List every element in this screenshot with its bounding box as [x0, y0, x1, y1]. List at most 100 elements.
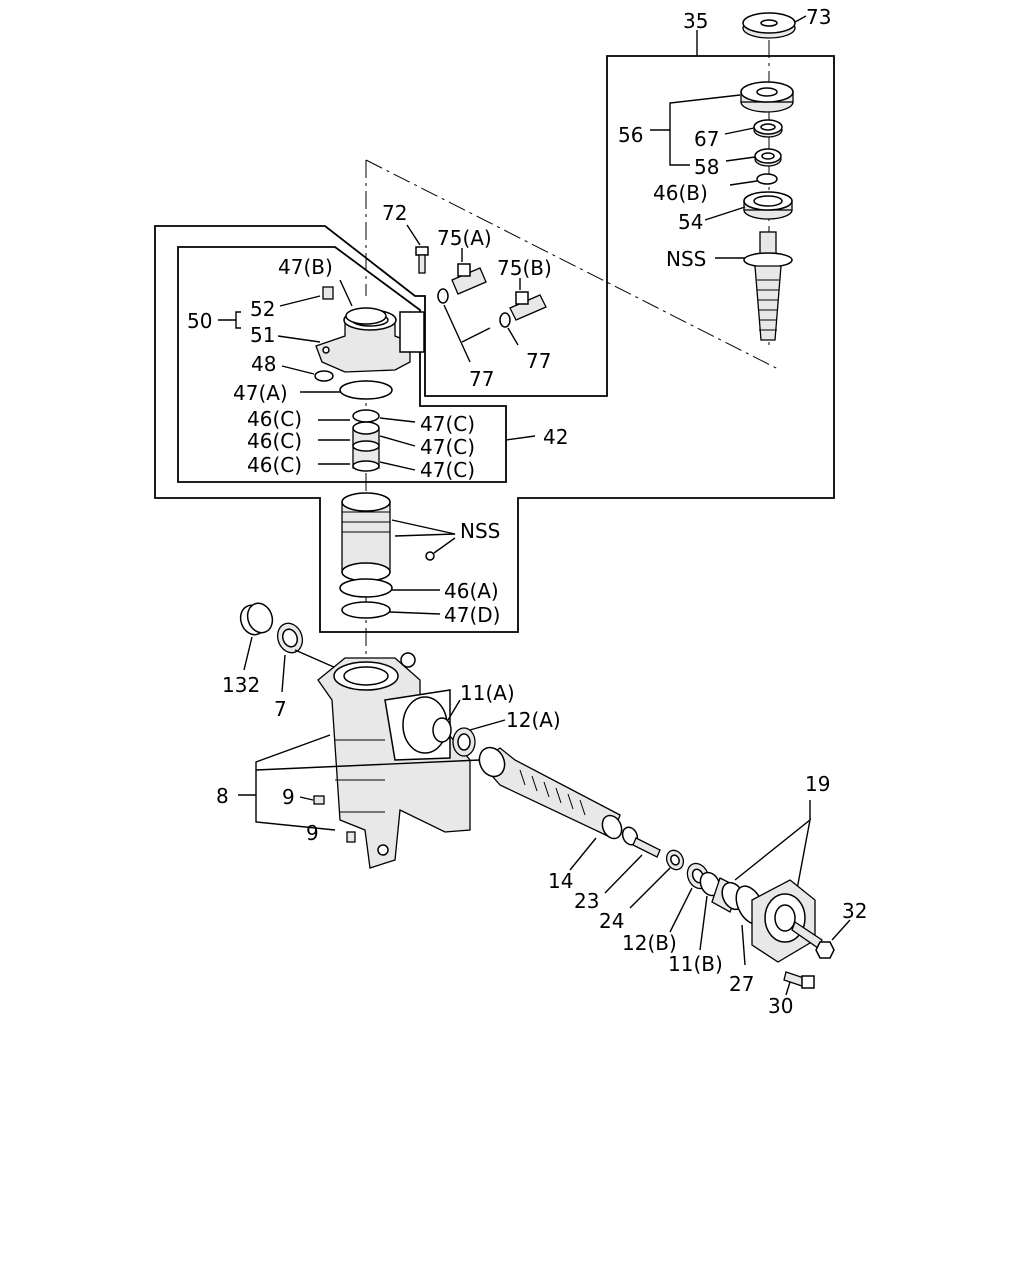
- leader-132: [243, 636, 253, 671]
- label-46a: 46(A): [444, 579, 499, 603]
- label-7: 7: [274, 697, 287, 721]
- label-8: 8: [216, 784, 229, 808]
- part-9-plug-a: [313, 795, 325, 805]
- leader-14: [569, 837, 597, 871]
- leader-11a: [447, 699, 461, 721]
- part-47d-oring: [341, 601, 391, 619]
- label-46c-1: 46(C): [247, 407, 302, 431]
- label-nss-top: NSS: [666, 247, 706, 271]
- part-8-gear-housing: [317, 652, 471, 869]
- bracket-8: [255, 734, 336, 831]
- leader-54: [704, 206, 746, 221]
- label-47b: 47(B): [278, 255, 333, 279]
- leader-77b: [507, 327, 519, 346]
- label-11b: 11(B): [668, 952, 723, 976]
- part-67-bearing: [753, 119, 783, 138]
- label-67: 67: [694, 127, 719, 151]
- label-46c-3: 46(C): [247, 453, 302, 477]
- leader-47c2: [379, 435, 416, 447]
- label-77b: 77: [526, 349, 551, 373]
- label-12a: 12(A): [506, 708, 561, 732]
- label-46c-2: 46(C): [247, 429, 302, 453]
- label-47c-3: 47(C): [420, 458, 475, 482]
- label-51: 51: [250, 323, 275, 347]
- leader-42: [505, 435, 536, 441]
- leader-23: [604, 854, 643, 894]
- part-labels: 35 73 56 67 58 46(B) 54 NSS 72 75(A) 75(…: [187, 5, 867, 1018]
- leader-58: [725, 156, 756, 162]
- part-nss-upper-shaft: [743, 231, 793, 341]
- leader-nss-mid: [391, 519, 456, 537]
- bracket-50: [235, 311, 241, 329]
- part-12a-bearing: [452, 727, 476, 757]
- label-nss-mid: NSS: [460, 519, 500, 543]
- leader-30: [785, 981, 791, 996]
- part-48-oring: [314, 370, 334, 382]
- leader-47c3: [379, 461, 416, 471]
- part-24-nut: [665, 849, 685, 871]
- part-32-nut: [815, 941, 835, 959]
- label-54: 54: [678, 210, 703, 234]
- label-50: 50: [187, 309, 212, 333]
- part-47a-oring: [339, 380, 393, 400]
- leader-27: [741, 924, 746, 966]
- part-46b-oring: [756, 173, 778, 185]
- leader-47c1: [379, 417, 416, 423]
- label-47d: 47(D): [444, 603, 500, 627]
- label-42: 42: [543, 425, 568, 449]
- leader-24: [629, 867, 671, 909]
- label-75a: 75(A): [437, 226, 492, 250]
- leader-7-housing: [294, 649, 337, 669]
- part-valve-spool-stack: [352, 409, 380, 472]
- part-56-cap: [740, 81, 794, 113]
- label-132: 132: [222, 673, 260, 697]
- label-24: 24: [599, 909, 624, 933]
- part-58-seal: [754, 148, 782, 167]
- label-47a: 47(A): [233, 381, 288, 405]
- label-72: 72: [382, 201, 407, 225]
- label-75b: 75(B): [497, 256, 552, 280]
- leader-32: [831, 919, 851, 941]
- part-nss-worm-piston: [341, 492, 435, 582]
- leader-51: [277, 335, 321, 343]
- part-47b-oring: [345, 307, 387, 325]
- label-27: 27: [729, 972, 754, 996]
- part-11a-oring: [432, 717, 452, 743]
- alignment-line-diagonal: [365, 159, 781, 371]
- leader-77a: [443, 304, 471, 363]
- part-52-plug: [322, 286, 334, 300]
- part-46a-ring: [339, 578, 393, 598]
- label-9b: 9: [306, 821, 319, 845]
- leader-12a: [469, 719, 506, 731]
- label-77a: 77: [469, 367, 494, 391]
- part-14-sector-shaft: [478, 746, 623, 840]
- label-52: 52: [250, 297, 275, 321]
- part-132-seal: [239, 602, 274, 636]
- part-72-bolt: [415, 246, 429, 274]
- label-73: 73: [806, 5, 831, 29]
- leader-nss-mid-b: [433, 537, 456, 554]
- leader-12b: [669, 887, 693, 933]
- label-47c-1: 47(C): [420, 412, 475, 436]
- label-11a: 11(A): [460, 681, 515, 705]
- part-75a-fitting: [451, 263, 487, 295]
- part-9-plug-b: [346, 831, 356, 843]
- part-77-oring-b: [499, 312, 511, 328]
- bracket-56: [669, 94, 741, 166]
- leader-52: [279, 295, 321, 307]
- assembly-42-outline: [177, 246, 507, 483]
- part-75b-fitting: [509, 291, 547, 321]
- leader-11b: [699, 895, 708, 951]
- part-side-cover: [751, 879, 823, 963]
- label-32: 32: [842, 899, 867, 923]
- part-73-washer: [742, 12, 796, 39]
- leader-67: [724, 127, 755, 135]
- leader-72: [406, 224, 421, 246]
- label-47c-2: 47(C): [420, 435, 475, 459]
- label-19: 19: [805, 772, 830, 796]
- part-30-bolt: [783, 971, 815, 989]
- leader-8-shaft: [255, 759, 481, 771]
- label-48: 48: [251, 352, 276, 376]
- leader-9a: [299, 796, 314, 801]
- label-46b-top: 46(B): [653, 181, 708, 205]
